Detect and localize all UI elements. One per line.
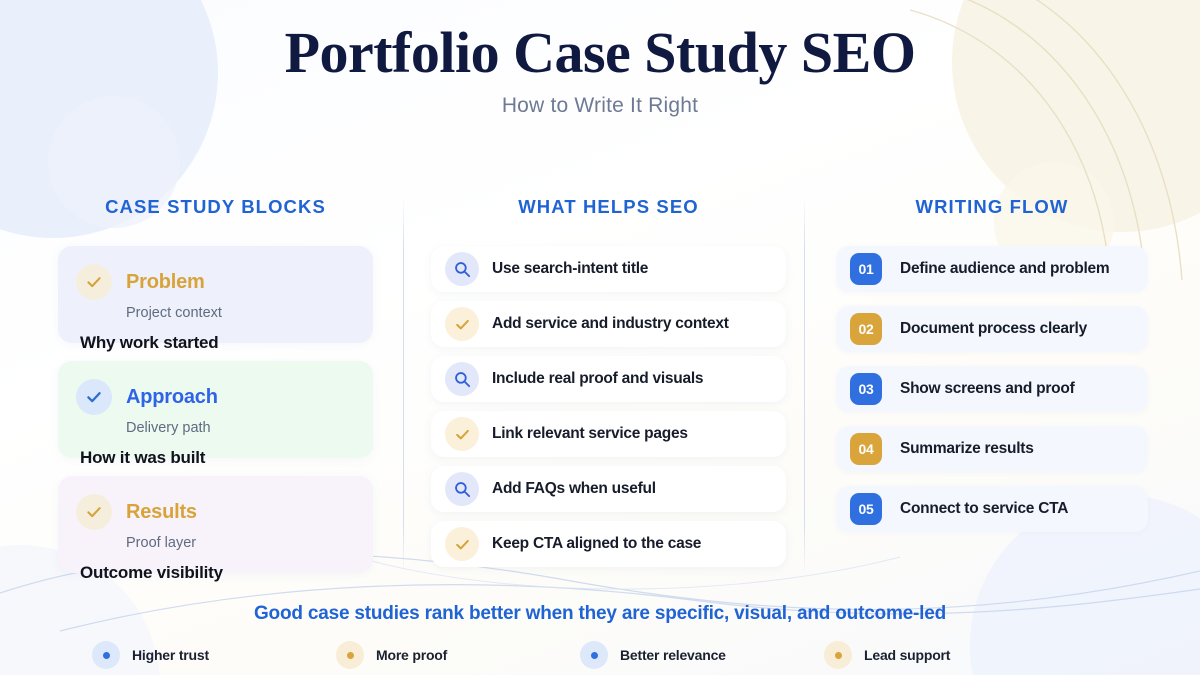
footer-tagline: Good case studies rank better when they … [253,603,947,624]
tip-card[interactable]: Include real proof and visuals [431,356,786,402]
block-subtitle: Proof layer [126,535,197,551]
page-header: Portfolio Case Study SEO How to Write It… [0,20,1200,118]
block-card-problem[interactable]: Problem Project context Why work started [58,246,373,352]
step-number-badge: 05 [850,493,882,525]
check-icon [445,307,479,341]
block-subtitle: Project context [126,305,222,321]
step-label: Define audience and problem [900,260,1110,277]
legend-item: Higher trust [92,641,336,669]
step-card[interactable]: 01 Define audience and problem [836,246,1148,292]
legend-dot-icon [92,641,120,669]
step-card[interactable]: 03 Show screens and proof [836,366,1148,412]
block-subtitle: Delivery path [126,420,211,436]
tip-label: Keep CTA aligned to the case [492,535,702,552]
block-note: Why work started [80,333,219,352]
columns-container: CASE STUDY BLOCKS Problem Project contex… [0,196,1200,596]
block-card-results[interactable]: Results Proof layer Outcome visibility [58,476,373,582]
page-title: Portfolio Case Study SEO [284,20,916,85]
legend-dot-icon [580,641,608,669]
legend-label: More proof [376,647,448,663]
tip-label: Use search-intent title [492,260,649,277]
step-number-badge: 01 [850,253,882,285]
step-card[interactable]: 04 Summarize results [836,426,1148,472]
legend-label: Better relevance [620,647,726,663]
tip-card[interactable]: Link relevant service pages [431,411,786,457]
check-icon [445,527,479,561]
tip-label: Include real proof and visuals [492,370,704,387]
check-icon [445,417,479,451]
check-icon [76,379,112,415]
legend-dot-icon [336,641,364,669]
column-divider-right [804,196,805,576]
column-heading-case-study-blocks: CASE STUDY BLOCKS [105,196,326,217]
block-title: Problem [126,270,205,293]
column-writing-flow: WRITING FLOW 01 Define audience and prob… [804,196,1200,596]
magnifier-icon [445,472,479,506]
tip-card[interactable]: Use search-intent title [431,246,786,292]
column-what-helps-seo: WHAT HELPS SEO Use search-intent title A… [403,196,804,596]
block-card-approach[interactable]: Approach Delivery path How it was built [58,361,373,467]
magnifier-icon [445,252,479,286]
tip-card[interactable]: Add FAQs when useful [431,466,786,512]
column-heading-what-helps-seo: WHAT HELPS SEO [518,196,699,217]
tip-label: Link relevant service pages [492,425,688,442]
tip-label: Add service and industry context [492,315,729,332]
step-number-badge: 03 [850,373,882,405]
step-card[interactable]: 05 Connect to service CTA [836,486,1148,532]
block-note: Outcome visibility [80,563,223,582]
column-heading-writing-flow: WRITING FLOW [915,196,1069,217]
magnifier-icon [445,362,479,396]
block-title: Results [126,500,197,523]
column-divider-left [403,196,404,576]
step-card[interactable]: 02 Document process clearly [836,306,1148,352]
legend-item: Better relevance [580,641,824,669]
step-label: Show screens and proof [900,380,1075,397]
column-case-study-blocks: CASE STUDY BLOCKS Problem Project contex… [0,196,403,596]
footer-legend: Higher trust More proof Better relevance… [0,641,1200,669]
step-number-badge: 02 [850,313,882,345]
legend-label: Higher trust [132,647,209,663]
legend-item: Lead support [824,641,1068,669]
legend-label: Lead support [864,647,951,663]
check-icon [76,494,112,530]
step-number-badge: 04 [850,433,882,465]
tip-card[interactable]: Keep CTA aligned to the case [431,521,786,567]
step-label: Document process clearly [900,320,1087,337]
tip-card[interactable]: Add service and industry context [431,301,786,347]
page-subtitle: How to Write It Right [501,93,699,117]
step-label: Connect to service CTA [900,500,1069,517]
step-label: Summarize results [900,440,1034,457]
page-footer: Good case studies rank better when they … [0,603,1200,669]
tip-label: Add FAQs when useful [492,480,656,497]
legend-item: More proof [336,641,580,669]
block-note: How it was built [80,448,206,467]
block-title: Approach [126,385,218,408]
check-icon [76,264,112,300]
legend-dot-icon [824,641,852,669]
